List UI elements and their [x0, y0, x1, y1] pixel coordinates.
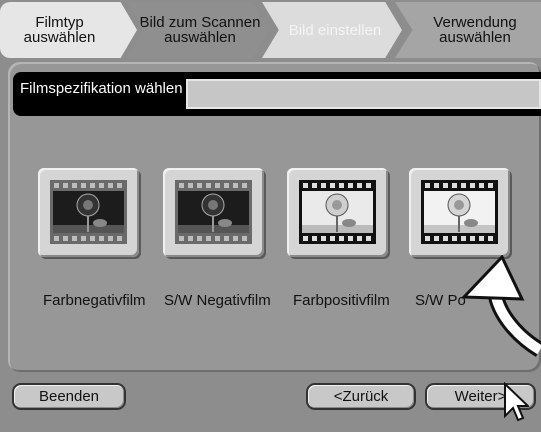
color-negative-film-icon [50, 180, 127, 244]
film-label-color-negative: Farbnegativfilm [43, 292, 146, 309]
spec-display-field [186, 79, 541, 109]
wizard-steps: Filmtyp auswählen Bild zum Scannen auswä… [0, 0, 541, 64]
bw-negative-film-icon [175, 180, 252, 244]
film-type-color-negative-button[interactable] [38, 168, 139, 257]
film-type-bw-positive-button[interactable] [409, 168, 510, 257]
film-type-color-positive-button[interactable] [287, 168, 388, 257]
step-select-image[interactable]: Bild zum Scannen auswählen [127, 2, 269, 58]
step-label: Bild zum Scannen auswählen [139, 14, 261, 46]
bw-positive-film-icon [421, 180, 498, 244]
back-button[interactable]: <Zurück [306, 383, 416, 410]
film-type-bw-negative-button[interactable] [163, 168, 264, 257]
mouse-cursor-icon [504, 382, 529, 422]
step-select-usage[interactable]: Verwendung auswählen [395, 2, 541, 58]
spec-label: Filmspezifikation wählen [20, 80, 183, 97]
step-adjust-image: Bild einstellen [262, 2, 402, 58]
next-button[interactable]: Weiter> [425, 383, 536, 410]
step-label: Filmtyp auswählen [23, 14, 96, 46]
color-positive-film-icon [299, 180, 376, 244]
film-label-bw-negative: S/W Negativfilm [164, 292, 271, 309]
quit-button[interactable]: Beenden [12, 383, 126, 410]
film-label-bw-positive: S/W Po [415, 292, 466, 309]
curved-arrow-icon [460, 255, 541, 357]
step-label: Verwendung auswählen [433, 14, 517, 46]
step-label: Bild einstellen [288, 21, 382, 39]
step-select-film-type[interactable]: Filmtyp auswählen [0, 2, 137, 58]
film-label-color-positive: Farbpositivfilm [293, 292, 390, 309]
